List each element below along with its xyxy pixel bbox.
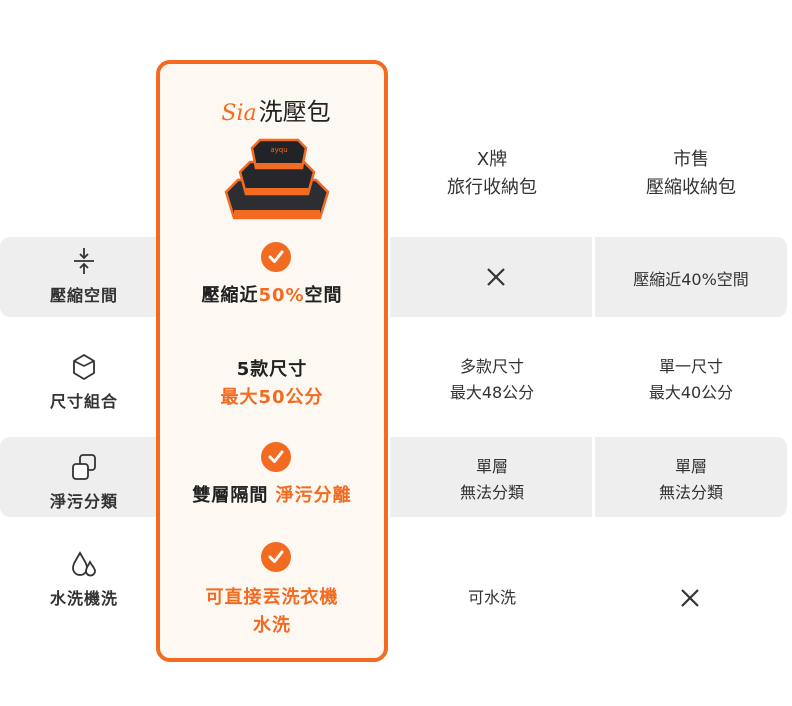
cross-icon	[681, 589, 699, 607]
sia-brand-title: Sia洗壓包	[160, 92, 392, 127]
row-label-text: 水洗機洗	[49, 589, 118, 608]
hexagon-box-icon	[73, 354, 95, 380]
header-market: 市售 壓縮收納包	[646, 149, 736, 198]
market-separation-text: 單層 無法分類	[658, 457, 723, 502]
row-label-text: 壓縮空間	[49, 286, 118, 305]
sia-washing-text: 可直接丟洗衣機 水洗	[205, 587, 339, 636]
row-label-separation: 淨污分類	[0, 452, 168, 512]
compress-arrows-icon	[74, 248, 94, 274]
sia-separation-text: 雙層隔間 淨污分離	[192, 485, 352, 506]
check-icon	[261, 242, 291, 272]
row-label-text: 尺寸組合	[49, 392, 118, 411]
row-band-separation	[0, 437, 792, 517]
row-label-compression: 壓縮空間	[0, 246, 168, 306]
product-image: ayqu	[224, 138, 330, 220]
product-print: ayqu	[270, 146, 287, 154]
sia-compression-text: 壓縮近50%空間	[201, 285, 343, 306]
x-brand-washing-text: 可水洗	[467, 588, 516, 607]
check-icon	[261, 442, 291, 472]
row-label-washing: 水洗機洗	[0, 549, 168, 609]
x-brand-size-text: 多款尺寸 最大48公分	[449, 357, 535, 402]
header-x-brand: X牌 旅行收納包	[447, 149, 537, 198]
market-compression-text: 壓縮近40%空間	[633, 270, 749, 289]
water-drops-icon	[72, 551, 96, 577]
sia-product-name: 洗壓包	[258, 98, 331, 126]
sia-size-text: 5款尺寸 最大50公分	[220, 359, 324, 408]
row-label-text: 淨污分類	[49, 492, 118, 511]
market-size-text: 單一尺寸 最大40公分	[648, 357, 734, 402]
cross-icon	[487, 268, 505, 286]
sia-logo: Sia	[221, 101, 257, 126]
row-band-compression	[0, 237, 792, 317]
layers-icon	[72, 454, 96, 480]
row-label-size: 尺寸組合	[0, 352, 168, 412]
sia-product-card: Sia洗壓包 ayqu 壓縮近50%空間 5款尺寸 最大50公分 雙層隔間 淨污…	[156, 60, 388, 662]
x-brand-separation-text: 單層 無法分類	[459, 457, 524, 502]
check-icon	[261, 542, 291, 572]
